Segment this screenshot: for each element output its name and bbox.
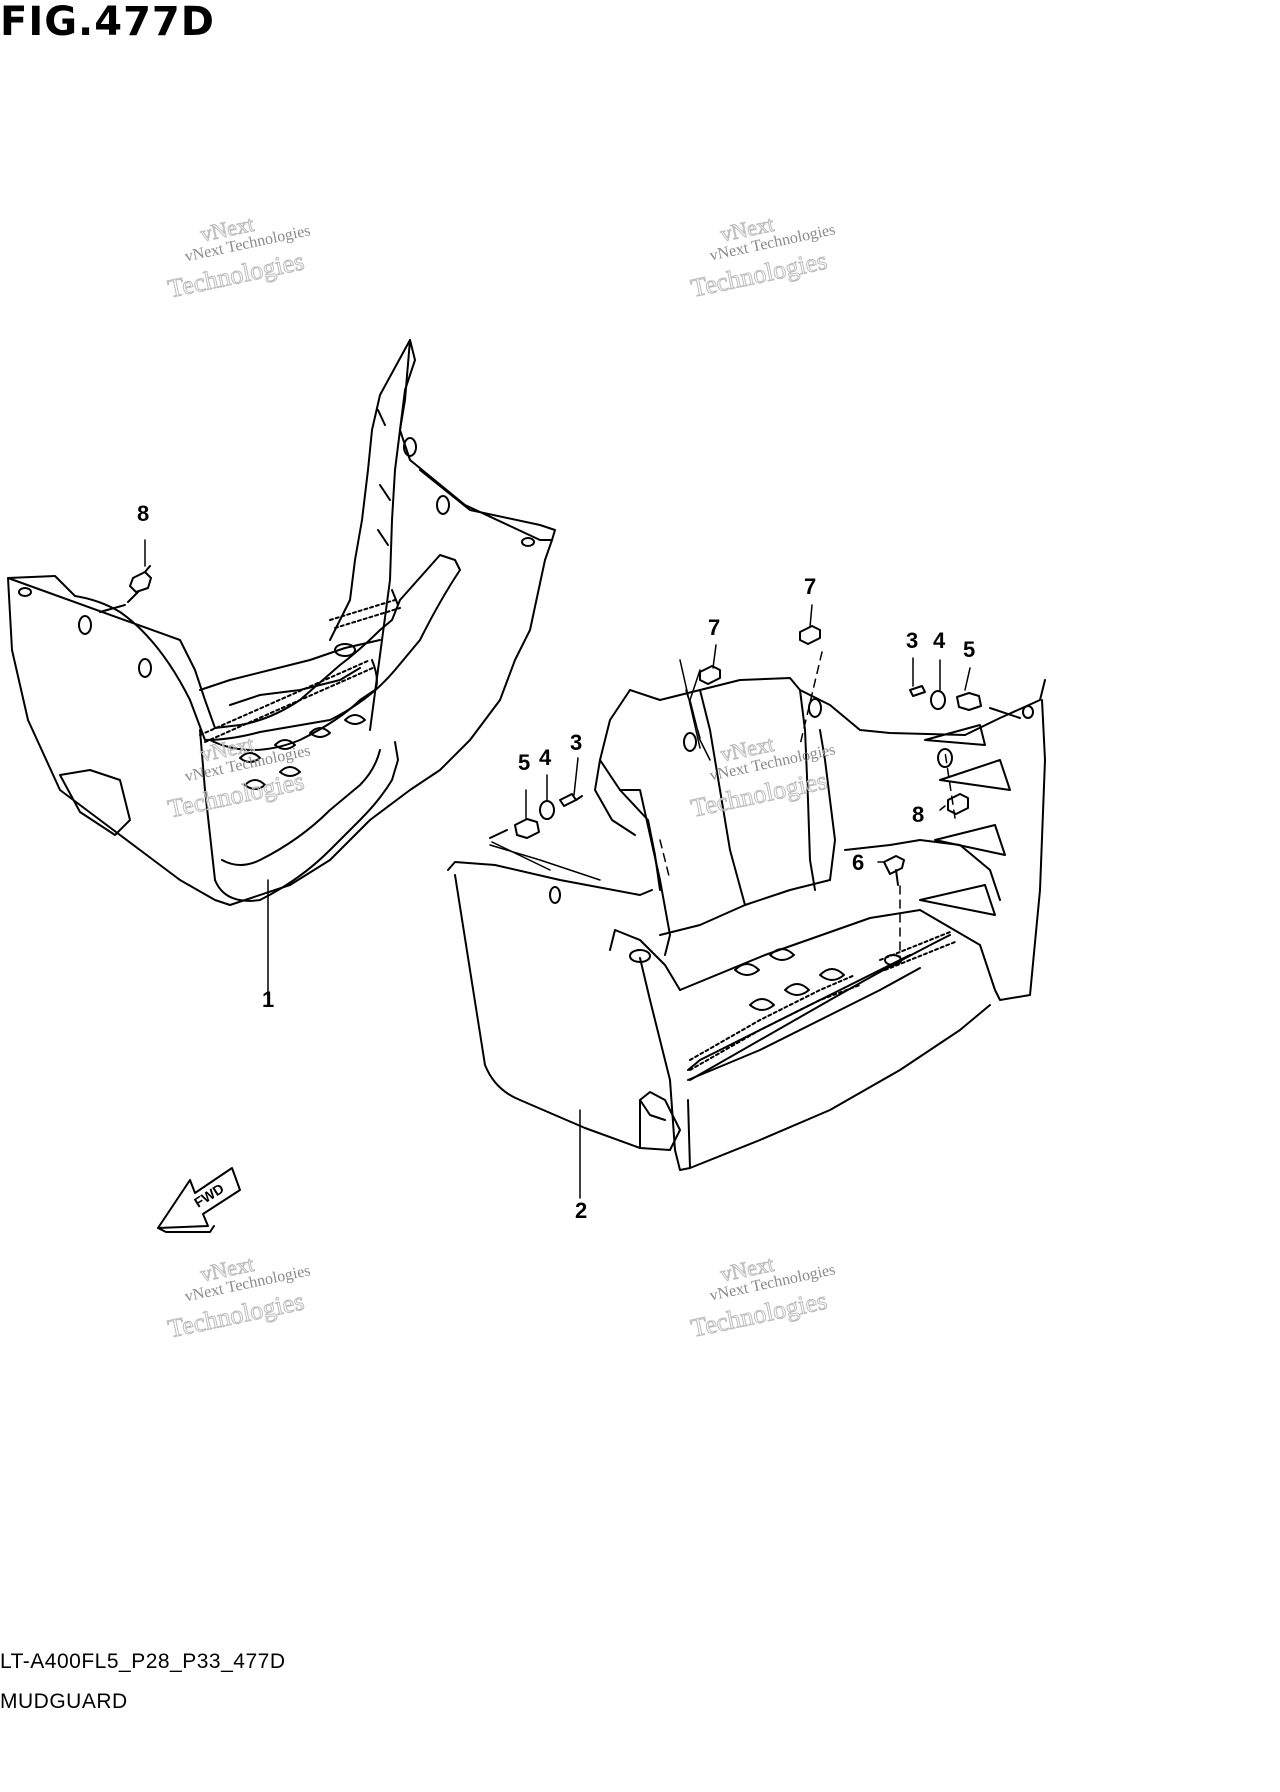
figure-title: FIG.477D — [0, 0, 215, 45]
fwd-arrow-icon — [157, 1167, 241, 1233]
callout-6: 6 — [852, 850, 864, 875]
callout-8-left: 8 — [137, 501, 149, 526]
mudguard-left-part[interactable] — [7, 339, 556, 906]
watermark: vNext vNext Technologies Technologies vN… — [165, 211, 837, 1345]
callout-7-right: 7 — [804, 574, 816, 599]
callout-2: 2 — [575, 1198, 587, 1223]
callout-1: 1 — [262, 987, 274, 1012]
callout-3-right: 3 — [906, 628, 918, 653]
clip-part-8-left[interactable] — [99, 565, 152, 613]
callout-3-left: 3 — [570, 730, 582, 755]
callout-5-left: 5 — [518, 750, 530, 775]
callout-4-left: 4 — [539, 745, 552, 770]
reference-code: LT-A400FL5_P28_P33_477D — [0, 1650, 286, 1673]
fastener-parts[interactable] — [489, 625, 1034, 886]
callout-4-right: 4 — [933, 628, 946, 653]
section-name: MUDGUARD — [0, 1690, 128, 1713]
callout-8-right: 8 — [912, 802, 924, 827]
callout-5-right: 5 — [963, 637, 975, 662]
callout-7-left: 7 — [708, 615, 720, 640]
mudguard-right-part[interactable] — [447, 677, 1046, 1171]
leader-lines — [144, 539, 971, 1199]
